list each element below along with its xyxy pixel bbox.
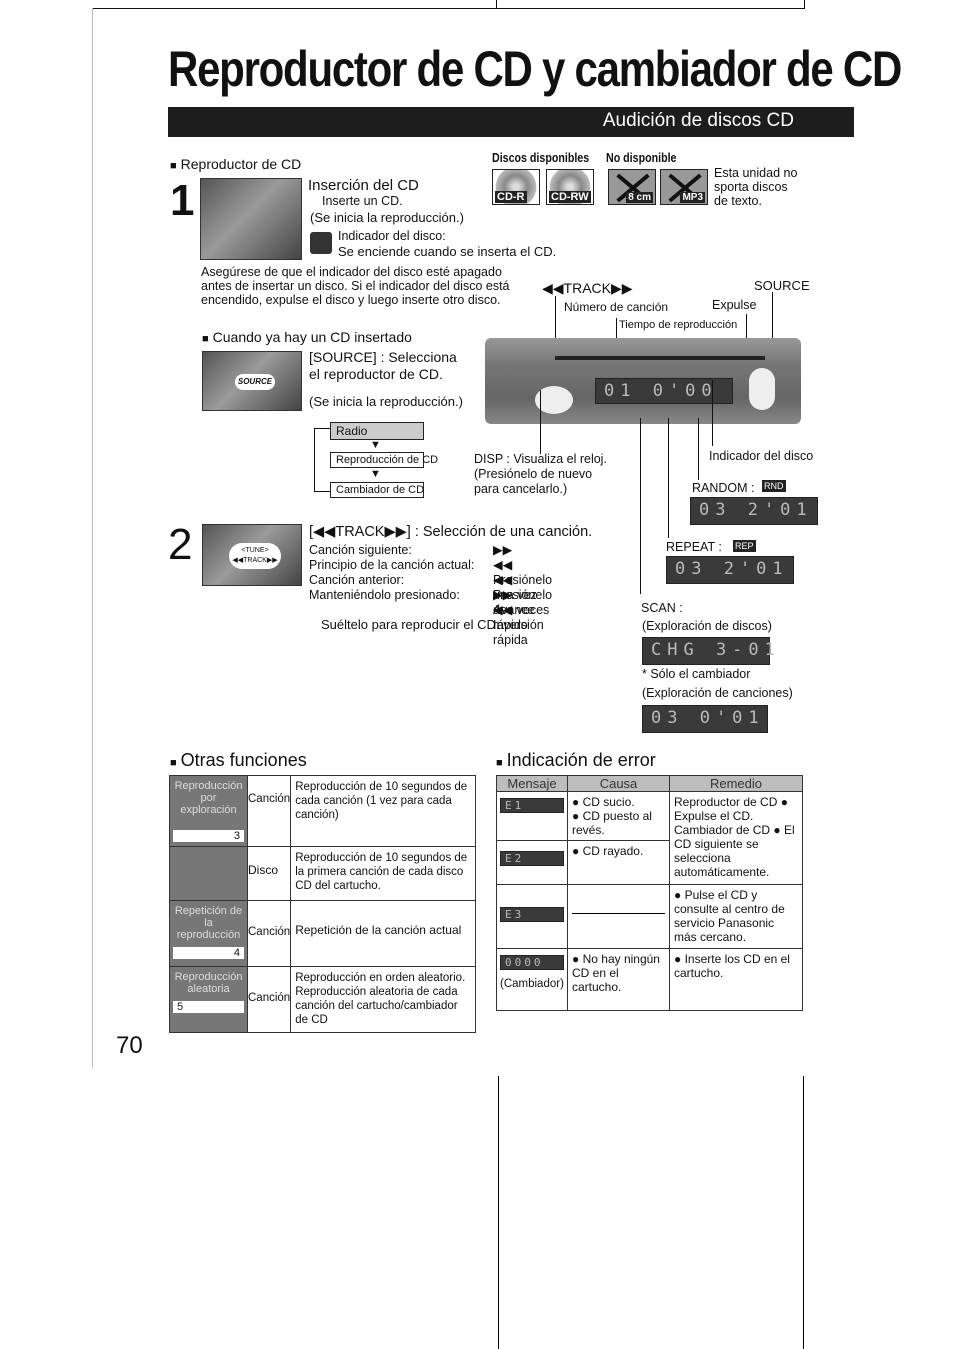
flow-cd: Reproducción de CD <box>330 452 438 468</box>
track-button-label: ◀◀TRACK▶▶ <box>232 557 278 564</box>
bottom-rule-left <box>498 1076 499 1349</box>
disp-label: DISP : Visualiza el reloj.(Presiónelo de… <box>474 452 607 496</box>
flow-arrow-2: ▼ <box>370 468 381 480</box>
step2-title: [◀◀TRACK▶▶] : Selección de una canción. <box>309 524 593 540</box>
release-note: Suéltelo para reproducir el CD. <box>321 617 500 632</box>
track-label: ◀◀TRACK▶▶ <box>542 280 633 296</box>
section-title: Audición de discos CD <box>602 110 794 131</box>
cd-head-unit: 01 0'00 <box>485 338 801 424</box>
insert-cd-photo <box>200 178 302 260</box>
cd-r-icon: CD-R <box>492 169 540 205</box>
player-heading: Reproductor de CD <box>170 156 302 172</box>
scan-disc-label: (Exploración de discos) <box>642 619 772 633</box>
eject-button-icon <box>749 368 775 410</box>
scan-song-lcd: 03 0'01 <box>642 705 768 733</box>
source-note: (Se inicia la reproducción.) <box>309 394 463 409</box>
repeat-icon: REP <box>733 540 756 552</box>
mp3-disc-icon: MP3 <box>660 169 708 205</box>
track-number-label: Número de canción <box>564 300 669 314</box>
left-margin-rule <box>92 8 93 1068</box>
disc-indicator-title: Indicador del disco: <box>338 229 446 243</box>
main-lcd: 01 0'00 <box>595 378 733 404</box>
source-button-photo: SOURCE <box>202 351 302 411</box>
flow-changer: Cambiador de CD <box>330 482 424 498</box>
cd-rw-icon: CD-RW <box>546 169 594 205</box>
random-icon: RND <box>762 480 786 492</box>
flow-arrow-1: ▼ <box>370 439 381 451</box>
flow-radio: Radio <box>330 422 424 440</box>
other-functions-heading: Otras funciones <box>170 750 307 771</box>
step1-line1: Inserte un CD. <box>322 194 403 208</box>
step1-title: Inserción del CD <box>308 177 419 194</box>
unavailable-label: No disponible <box>606 150 677 165</box>
tune-label: <TUNE> <box>241 547 269 554</box>
warning-text: Asegúrese de que el indicador del disco … <box>201 265 510 307</box>
inserted-heading: Cuando ya hay un CD insertado <box>202 329 412 345</box>
scan-label: SCAN : <box>641 601 683 615</box>
section-band: Audición de discos CD <box>168 107 854 137</box>
step1-line2: (Se inicia la reproducción.) <box>310 210 464 225</box>
top-rule <box>92 8 804 9</box>
8cm-disc-icon: 8 cm <box>608 169 656 205</box>
eject-label: Expulse <box>712 298 757 312</box>
scan-song-label: (Exploración de canciones) <box>642 686 793 700</box>
track-rows: Canción siguiente:▶▶ Principio de la can… <box>309 543 553 647</box>
error-heading: Indicación de error <box>496 750 656 771</box>
repeat-label: REPEAT : <box>666 540 722 554</box>
track-knob-icon <box>535 386 573 414</box>
page-title: Reproductor de CD y cambiador de CD <box>168 41 902 97</box>
bottom-rule-right <box>803 1076 804 1349</box>
source-button-icon: SOURCE <box>235 374 275 390</box>
disc-indicator-icon <box>310 232 332 254</box>
available-label: Discos disponibles <box>492 150 590 165</box>
changer-only-note: * Sólo el cambiador <box>642 667 751 681</box>
random-lcd: 03 2'01 <box>690 497 818 525</box>
step1-number: 1 <box>170 176 195 225</box>
scan-disc-lcd: CHG 3-01 <box>642 637 775 665</box>
disc-indicator-label: Indicador del disco <box>709 449 814 463</box>
source-label: SOURCE <box>754 278 810 293</box>
step2-number: 2 <box>168 520 193 569</box>
repeat-lcd: 03 2'01 <box>666 556 794 584</box>
time-label: Tiempo de reproducción <box>619 319 738 331</box>
disc-indicator-desc: Se enciende cuando se inserta el CD. <box>338 244 557 259</box>
track-button-photo: <TUNE> ◀◀TRACK▶▶ <box>202 524 302 586</box>
page-number: 70 <box>116 1032 143 1059</box>
random-label: RANDOM : <box>692 481 755 495</box>
